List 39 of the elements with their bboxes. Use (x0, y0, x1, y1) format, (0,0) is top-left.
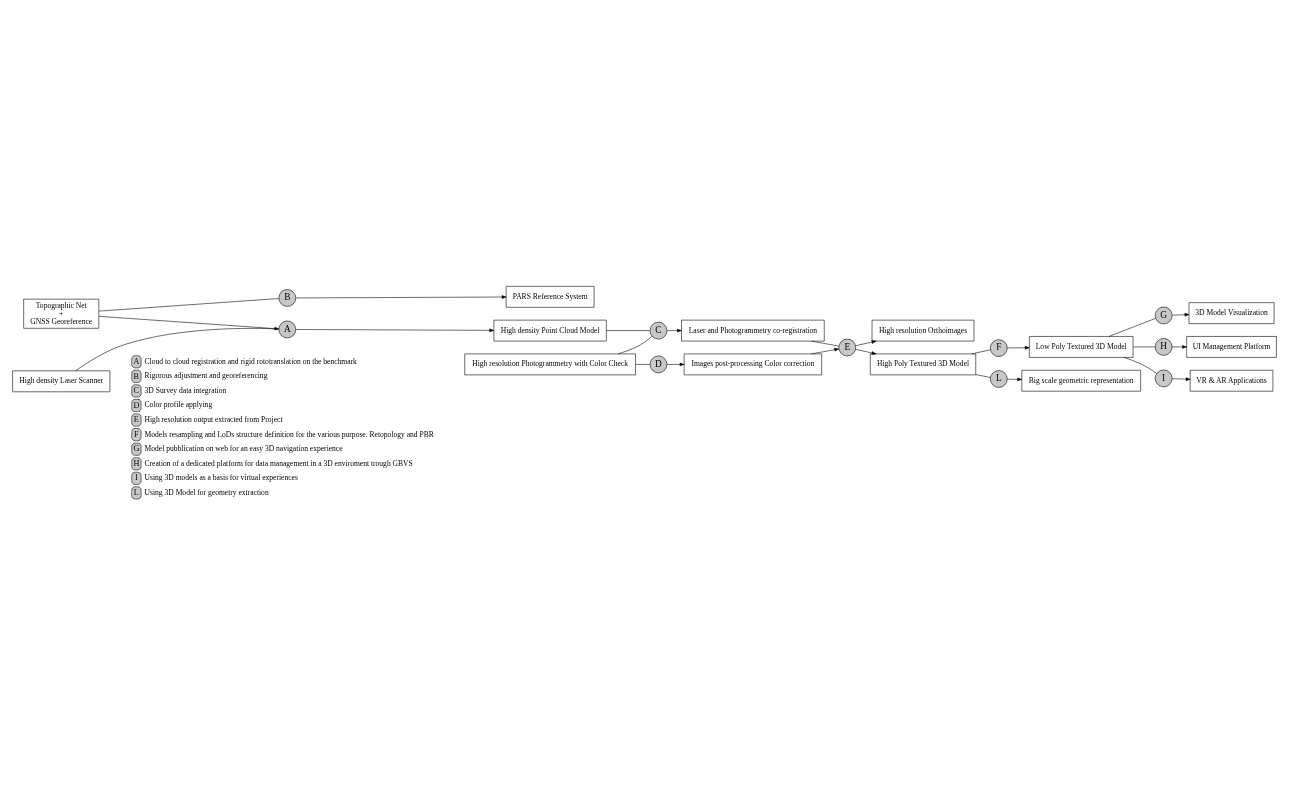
arrow (1171, 345, 1187, 349)
connector (975, 374, 991, 378)
arrow (1007, 377, 1022, 382)
connector (1108, 318, 1156, 337)
arrow (295, 328, 494, 333)
label: L (133, 488, 139, 498)
label: D (133, 400, 140, 410)
arrow (295, 295, 507, 299)
node-circle: A (278, 320, 297, 339)
label: G (133, 444, 140, 454)
node-circle: L (990, 370, 1008, 388)
label: A (133, 356, 140, 366)
node-circle: E (838, 338, 856, 357)
arrow (666, 362, 685, 367)
connector (971, 349, 991, 355)
connector (617, 335, 653, 355)
node-circle: H (1154, 338, 1173, 356)
arrow (855, 340, 877, 347)
node-circle: I (1154, 369, 1173, 388)
arrow (1007, 346, 1030, 350)
node-circle: B (278, 289, 297, 307)
connector (811, 340, 840, 347)
label: B (133, 371, 139, 381)
label: C (133, 386, 139, 396)
node-circle: D (649, 355, 668, 374)
node-circle: F (990, 339, 1008, 357)
arrow (855, 348, 877, 355)
arrow (666, 328, 682, 333)
label: H (133, 458, 140, 468)
label: E (133, 415, 139, 425)
arrow (811, 348, 840, 355)
node-circle: C (649, 321, 668, 340)
connector (606, 330, 651, 331)
connector (1123, 357, 1157, 374)
arrow (1171, 377, 1191, 381)
node-circle: G (1154, 306, 1173, 325)
arrow (1171, 313, 1190, 317)
label: F (134, 429, 139, 439)
label: I (134, 473, 138, 483)
